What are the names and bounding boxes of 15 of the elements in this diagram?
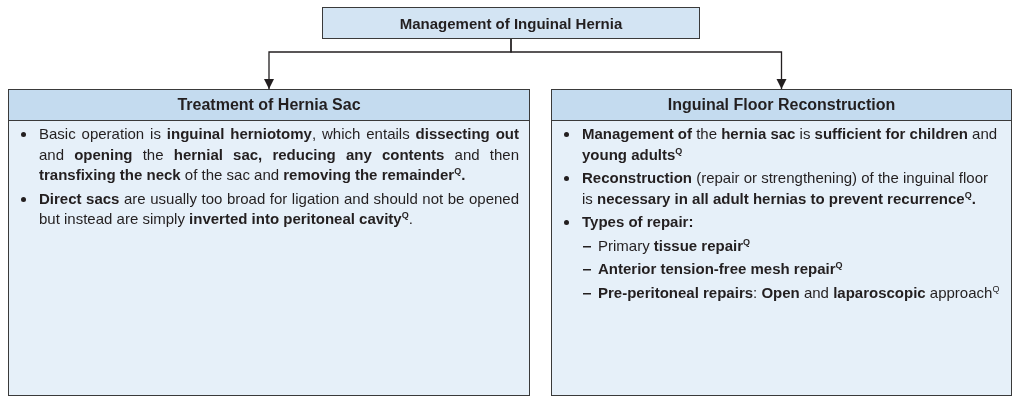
sub-bullet-point: Pre-peritoneal repairs: Open and laparoscopic approach$^{Q}$: [598, 282, 1001, 303]
content-box: [8, 89, 530, 396]
box-title: Management of Inguinal Hernia: [399, 14, 623, 32]
box-heading: Inguinal Floor Reconstruction: [552, 90, 1011, 121]
bullet-point: Types of repair:: [582, 212, 695, 232]
content-box: [551, 89, 1012, 396]
bullet-point: Reconstruction (repair or strengthening) of the inguinal floor is necessary in all adult hernias to prevent recurrence$^{Q}$.: [582, 168, 990, 209]
bullet-point: Basic operation is inguinal herniotomy, which entails dissecting out and opening the hernial sac, reducing any contents and then transfixing the neck of the sac and removing the remainder$^{Q}$.: [39, 124, 519, 185]
arrow: [510, 38, 787, 90]
sub-bullet-point: Anterior tension-free mesh repair$^{Q}$: [598, 259, 844, 279]
box-heading: Treatment of Hernia Sac: [9, 90, 529, 121]
bullet-point: Management of the hernia sac is sufficient for children and young adults$^{Q}$: [582, 124, 999, 165]
sub-bullet-point: Primary tissue repair$^{Q}$: [598, 235, 752, 256]
bullet-point: Direct sacs are usually too broad for ligation and should not be opened but instead are simply inverted into peritoneal cavity$^{Q}$.: [39, 188, 519, 229]
title-box: [322, 7, 700, 39]
